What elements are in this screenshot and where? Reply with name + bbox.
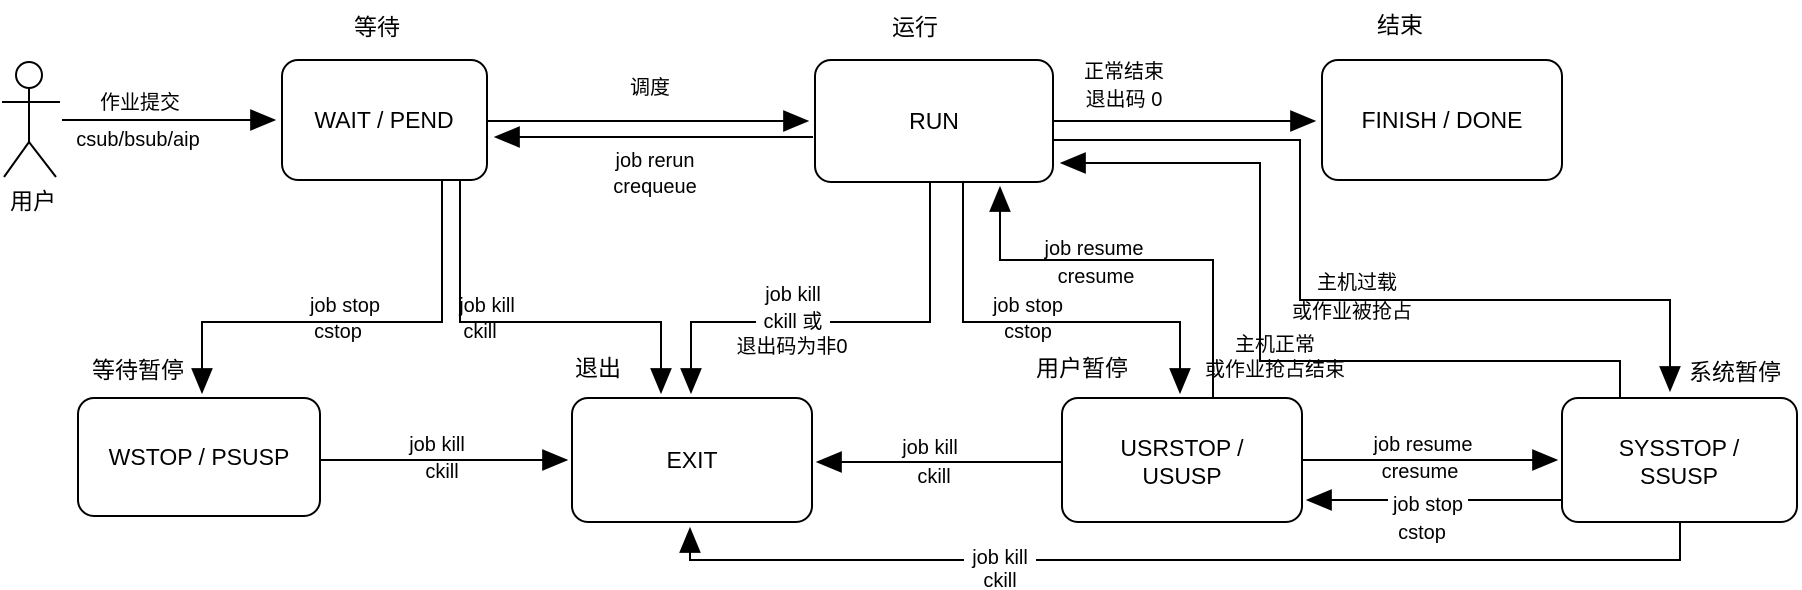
state-usrstop-ususp-box	[1061, 397, 1303, 523]
edge-rerun-label-line2: crequeue	[613, 176, 696, 198]
edge-run-exit-label-line2: ckill 或	[764, 310, 823, 333]
edge-wstop-exit-label-line2: ckill	[425, 461, 458, 483]
caption-finish: 结束	[1377, 12, 1423, 38]
state-wait-pend-label: WAIT / PEND	[314, 107, 453, 133]
edge-host-ok	[1059, 152, 1621, 398]
state-sysstop-ssusp-box	[1561, 397, 1798, 523]
caption-usrstop: 用户暂停	[1036, 355, 1128, 381]
edge-overload	[1053, 139, 1681, 393]
edge-sysstop-exit-label-line2: ckill	[983, 570, 1016, 590]
edge-usrstop-run-label-line1: job resume	[1044, 238, 1144, 260]
edge-finish-ok-label-line2: 退出码 0	[1086, 88, 1163, 111]
state-exit-box	[571, 397, 813, 523]
edge-finish-ok-label-line1: 正常结束	[1084, 60, 1164, 83]
caption-run: 运行	[892, 14, 938, 40]
edge-wait-exit-label-line2: ckill	[463, 321, 496, 343]
edge-usrstop-sysstop-label-line2: cresume	[1382, 461, 1459, 483]
label-bg	[756, 312, 830, 332]
state-finish-done-label: FINISH / DONE	[1361, 107, 1522, 133]
edge-wait-wstop-label-line1: job stop	[309, 295, 380, 317]
edge-wait-wstop-label-line2: cstop	[314, 321, 362, 343]
state-usrstop-label-line1: USRSTOP /	[1120, 435, 1244, 461]
state-finish-done-box	[1321, 59, 1563, 181]
edge-submit-label-line2: csub/bsub/aip	[76, 129, 199, 151]
edge-usrstop-exit-label-line1: job kill	[901, 437, 958, 459]
edge-wait-exit-label-line1: job kill	[458, 295, 515, 317]
edge-overload-label-line2: 或作业被抢占	[1292, 300, 1412, 323]
edge-sysstop-usrstop-label-line1: job stop	[1392, 494, 1463, 516]
edge-wait-exit	[459, 180, 672, 395]
edge-run-exit-label-line3: 退出码为非0	[736, 335, 847, 358]
edge-wstop-exit-label-line1: job kill	[408, 434, 465, 456]
edge-usrstop-exit-label-line2: ckill	[917, 466, 950, 488]
edge-run-exit-label-line1: job kill	[764, 284, 821, 306]
state-wait-pend-box	[281, 59, 488, 181]
label-bg	[964, 548, 1036, 568]
edge-sysstop-usrstop-label-line2: cstop	[1398, 522, 1446, 544]
edge-usrstop-run	[989, 185, 1214, 398]
caption-sysstop: 系统暂停	[1689, 359, 1781, 385]
state-wstop-psusp-box	[77, 397, 321, 517]
state-run-box	[814, 59, 1054, 183]
edge-sysstop-exit-label-line1: job kill	[971, 547, 1028, 569]
user-actor-icon	[2, 61, 60, 178]
state-run-label: RUN	[909, 108, 959, 134]
edge-usrstop-sysstop-label-line1: job resume	[1373, 434, 1473, 456]
edge-wait-wstop	[191, 180, 443, 395]
edge-overload-label-line1: 主机过载	[1317, 271, 1397, 294]
edge-host-ok-label-line1: 主机正常	[1235, 333, 1315, 356]
edge-schedule-label: 调度	[630, 76, 670, 99]
caption-exit: 退出	[575, 355, 621, 381]
edge-usrstop-run-label-line2: cresume	[1058, 266, 1135, 288]
edge-run-usrstop-label-line2: cstop	[1004, 321, 1052, 343]
label-bg	[1388, 495, 1468, 515]
edge-host-ok-label-line2: 或作业抢占结束	[1205, 358, 1345, 381]
edge-run-usrstop-label-line1: job stop	[992, 295, 1063, 317]
state-usrstop-label-line2: USUSP	[1142, 463, 1221, 489]
edge-run-usrstop	[962, 182, 1191, 395]
caption-wstop: 等待暂停	[92, 357, 184, 383]
edge-rerun-label-line1: job rerun	[615, 150, 695, 172]
state-exit-label: EXIT	[666, 447, 717, 473]
state-sysstop-label-line2: SSUSP	[1640, 463, 1718, 489]
edge-sysstop-exit	[679, 522, 1681, 561]
user-actor-label: 用户	[10, 188, 56, 214]
caption-wait: 等待	[354, 14, 400, 40]
edge-submit-label-line1: 作业提交	[100, 91, 180, 114]
state-wstop-psusp-label: WSTOP / PSUSP	[109, 444, 290, 470]
state-sysstop-label-line1: SYSSTOP /	[1619, 435, 1740, 461]
